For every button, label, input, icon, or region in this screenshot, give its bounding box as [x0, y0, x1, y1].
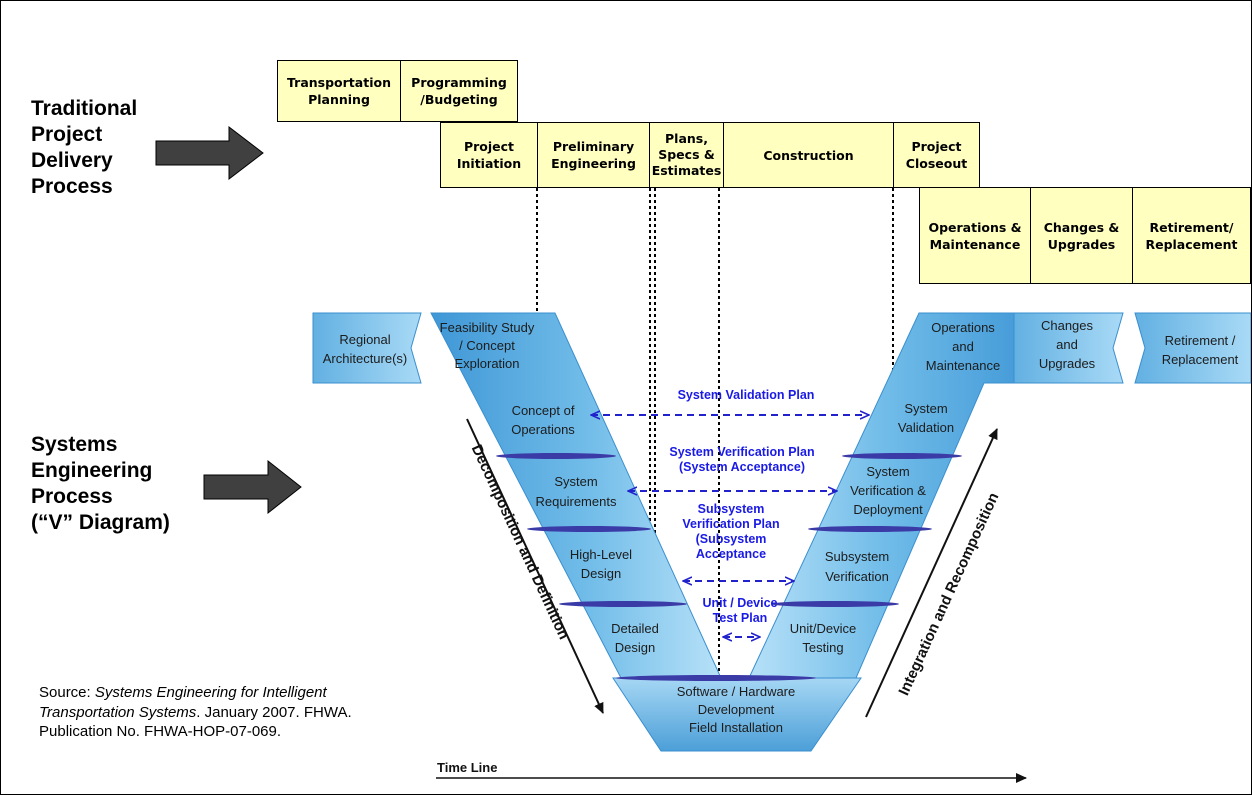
phase-operations-maintenance: Operations &Maintenance [919, 187, 1031, 284]
label-time-line: Time Line [437, 760, 497, 775]
v-changes-upgrades-segment [1013, 312, 1124, 384]
v-regional-architecture-segment [312, 312, 422, 384]
v-segment-dividers [496, 453, 962, 681]
v-retirement-segment [1134, 312, 1251, 384]
plan-arrows [591, 415, 869, 637]
label-retirement-replacement: Retirement /Replacement [1162, 333, 1239, 367]
phase-programming-budgeting: Programming/Budgeting [400, 60, 518, 122]
phase-changes-upgrades: Changes &Upgrades [1030, 187, 1133, 284]
source-citation: Source: Systems Engineering for Intellig… [39, 684, 352, 740]
systems-title: Systems Engineering Process (“V” Diagram… [31, 433, 170, 534]
label-system-validation-plan: System Validation Plan [678, 388, 815, 402]
phase-plans-specs-estimates: Plans,Specs &Estimates [649, 122, 724, 188]
phase-retirement-replacement: Retirement/Replacement [1132, 187, 1251, 284]
arrow-systems-icon [203, 459, 302, 515]
traditional-title: Traditional Project Delivery Process [31, 97, 138, 198]
integration-arrow [865, 428, 998, 718]
phase-construction: Construction [723, 122, 894, 188]
label-system-verification-plan: System Verification Plan(System Acceptan… [669, 445, 814, 474]
arrow-traditional-icon [155, 125, 264, 181]
decomposition-arrow [466, 418, 604, 714]
